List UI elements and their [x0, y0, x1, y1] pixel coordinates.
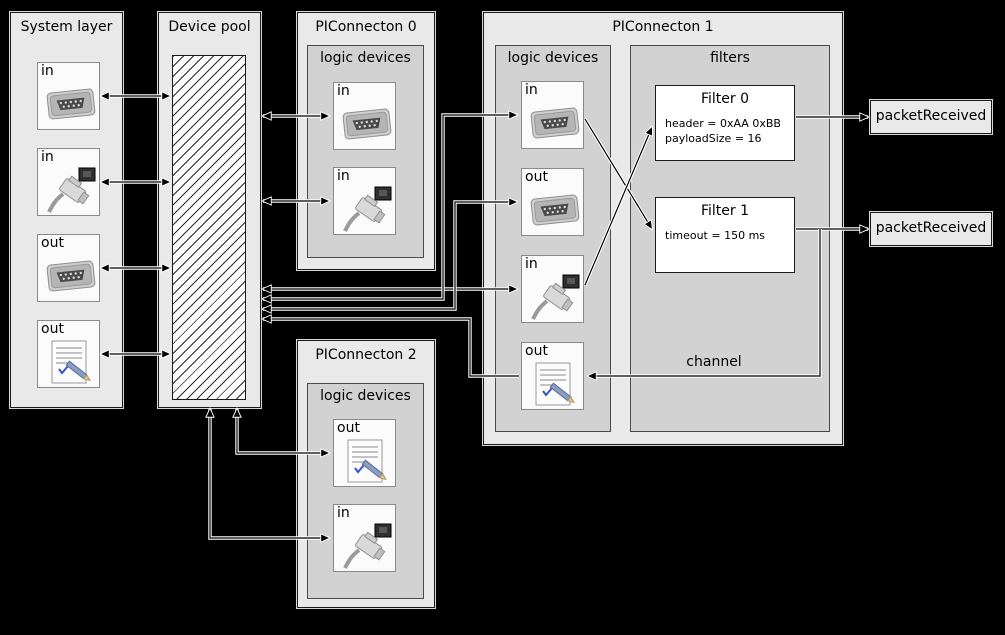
piconnecton2-device-out-script: out [333, 419, 396, 487]
device-label: in [525, 82, 538, 98]
piconnecton0-device-in-serial: in [333, 82, 396, 150]
device-label: out [525, 343, 548, 359]
filter-0-param-header: header = 0xAA 0xBB [665, 117, 781, 130]
piconnecton1-device-out-script: out [521, 342, 584, 410]
piconnecton0-title: PIConnecton 0 [315, 19, 417, 35]
device-label: out [525, 169, 548, 185]
serial-port-icon [45, 253, 97, 299]
logic-devices-title: logic devices [320, 50, 411, 66]
device-label: in [41, 63, 54, 79]
system-device-in-serial: in [37, 62, 100, 130]
logic-devices-title: logic devices [507, 50, 599, 66]
script-icon [529, 361, 581, 407]
script-icon [45, 339, 97, 385]
serial-port-icon [529, 100, 581, 146]
packet-received-output-1: packetReceived [870, 212, 992, 246]
ethernet-icon [341, 523, 393, 569]
device-label: in [41, 149, 54, 165]
filter-1-param-timeout: timeout = 150 ms [665, 229, 766, 242]
system-device-out-serial: out [37, 234, 100, 302]
filters-title: filters [710, 50, 750, 66]
piconnecton1-title: PIConnecton 1 [612, 19, 714, 35]
filter-0-param-payload: payloadSize = 16 [665, 132, 762, 145]
ethernet-icon [45, 167, 97, 213]
piconnecton1-device-out-serial: out [521, 168, 584, 236]
system-device-in-ethernet: in [37, 148, 100, 216]
device-pool-hatch-area [172, 55, 246, 400]
filter-0-title: Filter 0 [700, 91, 750, 107]
filter-1-box: Filter 1 timeout = 150 ms [655, 197, 795, 273]
ethernet-icon [341, 186, 393, 232]
filter-1-title: Filter 1 [700, 203, 750, 219]
system-device-out-script: out [37, 320, 100, 388]
device-label: in [337, 505, 350, 521]
channel-label: channel [686, 354, 742, 370]
serial-port-icon [341, 101, 393, 147]
device-label: out [41, 321, 64, 337]
device-label: out [41, 235, 64, 251]
device-label: in [337, 83, 350, 99]
logic-devices-title: logic devices [320, 388, 411, 404]
script-icon [341, 438, 393, 484]
device-label: in [525, 256, 538, 272]
system-layer-title: System layer [20, 19, 113, 35]
piconnecton2-device-in-ethernet: in [333, 504, 396, 572]
device-pool-title: Device pool [168, 19, 251, 35]
piconnecton2-title: PIConnecton 2 [315, 347, 417, 363]
device-label: in [337, 168, 350, 184]
piconnecton1-device-in-serial: in [521, 81, 584, 149]
serial-port-icon [45, 81, 97, 127]
packet-received-output-0: packetReceived [870, 100, 992, 134]
piconnecton0-device-in-ethernet: in [333, 167, 396, 235]
serial-port-icon [529, 187, 581, 233]
ethernet-icon [529, 274, 581, 320]
filter-0-box: Filter 0 header = 0xAA 0xBB payloadSize … [655, 85, 795, 161]
device-label: out [337, 420, 360, 436]
piconnecton1-device-in-ethernet: in [521, 255, 584, 323]
